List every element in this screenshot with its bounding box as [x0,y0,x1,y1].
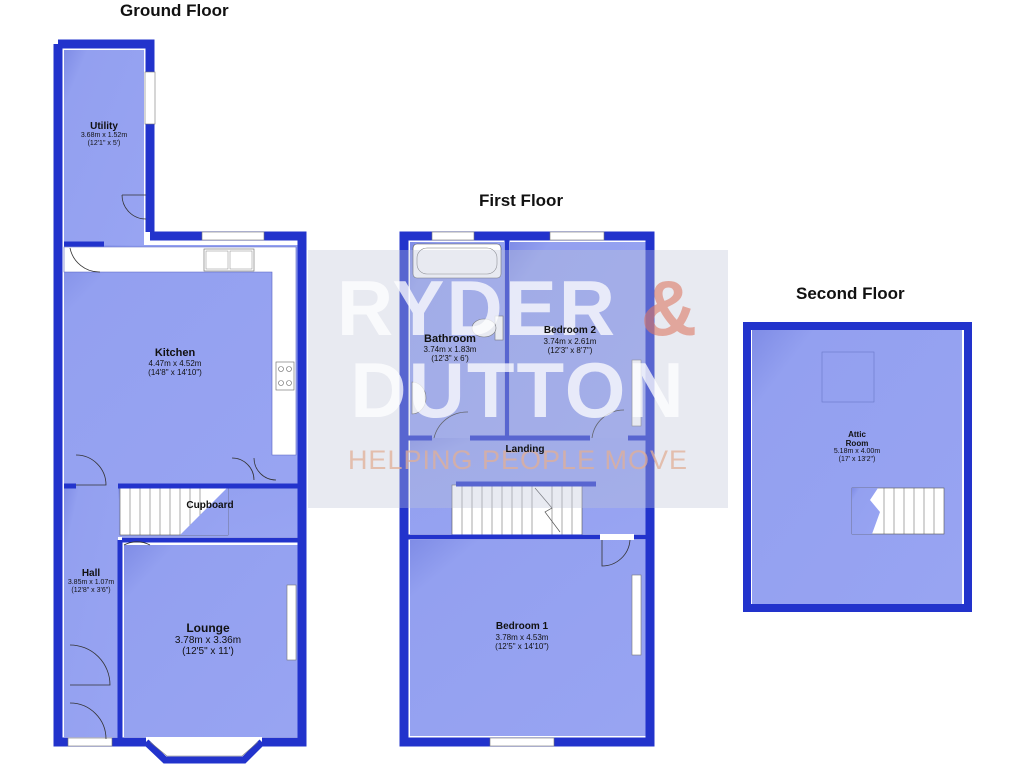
landing-label: Landing [495,444,555,456]
kitchen-metric: 4.47m x 4.52m [148,359,202,368]
basin-icon [411,381,427,415]
bedroom2-radiator-icon [631,359,642,427]
utility-window-icon [144,71,156,125]
lounge-floor [124,545,298,737]
attic-label: Attic Room 5.18m x 4.00m (17' x 13'2") [822,430,892,464]
bathroom-label: Bathroom 3.74m x 1.83m (12'3" x 6') [410,333,490,363]
bedroom2-imperial: (12'3" x 8'7") [547,346,593,355]
toilet-icon [471,315,504,341]
utility-floor [64,50,144,245]
lounge-metric: 3.78m x 3.36m [174,635,242,646]
hall-name: Hall [81,568,101,579]
utility-name: Utility [90,121,118,132]
first-floor-title: First Floor [479,191,564,210]
bedroom2-name: Bedroom 2 [543,325,597,336]
lounge-label: Lounge 3.78m x 3.36m (12'5" x 11') [160,621,256,657]
attic-floor [752,330,962,604]
bedroom2-label: Bedroom 2 3.74m x 2.61m (12'3" x 8'7") [530,325,610,355]
attic-imperial: (17' x 13'2") [838,456,876,463]
bedroom1-label: Bedroom 1 3.78m x 4.53m (12'5" x 14'10") [480,621,564,651]
kitchen-imperial: (14'8" x 14'10") [148,368,202,377]
bath-icon [412,243,502,279]
bedroom2-floor [510,242,646,438]
attic-name-line1: Attic [848,430,866,439]
bedroom1-name: Bedroom 1 [495,621,549,632]
kitchen-floor [64,245,298,485]
bedroom1-floor [410,540,646,736]
hall-front-door-icon [67,737,113,747]
hall-metric: 3.85m x 1.07m [67,579,115,586]
first-stairs-icon [451,484,583,536]
lounge-radiator-icon [286,584,297,661]
sink-icon [203,248,255,272]
landing-name: Landing [505,444,545,455]
cupboard-name: Cupboard [186,500,234,511]
bathroom-window-icon [431,231,475,241]
ground-stairs-icon [119,486,229,536]
hall-floor [64,485,118,737]
ground-floor-plan [53,39,307,764]
kitchen-name: Kitchen [154,347,196,359]
lounge-bay-window-icon [143,739,265,764]
bedroom1-window-icon [489,737,555,747]
attic-skylight-icon [821,351,875,403]
cupboard-label: Cupboard [180,500,240,512]
lounge-imperial: (12'5" x 11') [182,646,234,657]
bathroom-imperial: (12'3" x 6') [431,354,469,363]
attic-name-line2: Room [845,439,869,448]
utility-metric: 3.68m x 1.52m [80,132,128,139]
kitchen-counter [63,246,297,456]
attic-metric: 5.18m x 4.00m [833,448,881,455]
utility-label: Utility 3.68m x 1.52m (12'1" x 5') [64,121,144,148]
bedroom2-window-icon [549,231,605,241]
first-floor-plan [399,231,655,747]
kitchen-label: Kitchen 4.47m x 4.52m (14'8" x 14'10") [120,347,230,377]
bathroom-name: Bathroom [424,333,476,345]
bedroom2-metric: 3.74m x 2.61m [543,337,597,346]
second-floor-plan [743,322,972,612]
kitchen-window-icon [201,231,265,241]
lounge-name: Lounge [186,621,230,635]
bathroom-metric: 3.74m x 1.83m [423,345,477,354]
bedroom1-radiator-icon [631,574,642,656]
hob-icon [275,361,295,391]
bedroom1-metric: 3.78m x 4.53m [495,633,549,642]
second-floor-title: Second Floor [796,284,905,303]
hall-imperial: (12'8" x 3'6") [71,587,111,594]
attic-stairs-icon [851,487,945,535]
utility-imperial: (12'1" x 5') [87,140,121,147]
hall-label: Hall 3.85m x 1.07m (12'8" x 3'6") [60,568,122,595]
bedroom1-imperial: (12'5" x 14'10") [495,642,549,651]
ground-floor-title: Ground Floor [120,1,229,20]
